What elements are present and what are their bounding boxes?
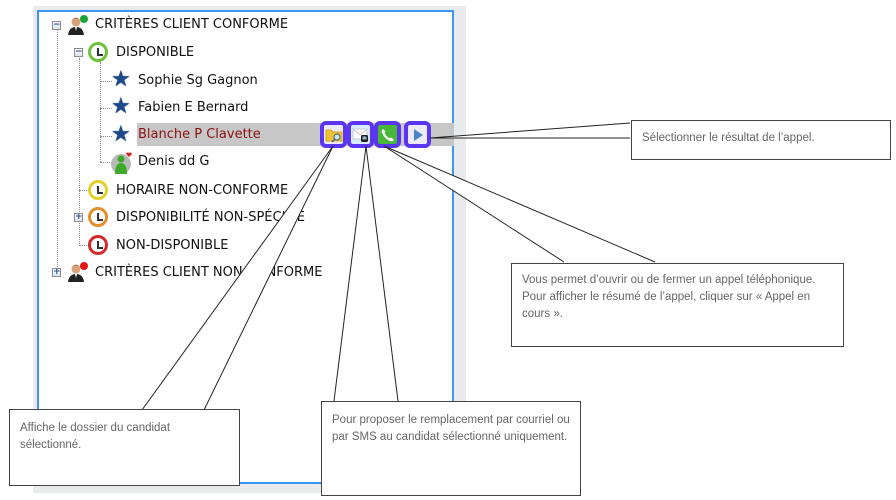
person-green-dot-icon [67, 14, 88, 35]
callout-folder: Affiche le dossier du candidat sélection… [9, 409, 240, 486]
open-folder-button[interactable] [320, 121, 347, 148]
tree-node-status[interactable]: HORAIRE NON-CONFORME [113, 180, 291, 202]
star-icon: ★ [111, 122, 131, 147]
send-message-button[interactable] [347, 121, 374, 148]
callout-message: Pour proposer le remplacement par courri… [321, 401, 581, 496]
callout-call-result: Sélectionner le résultat de l’appel. [631, 120, 891, 160]
tree-node-group[interactable]: CRITÈRES CLIENT CONFORME [92, 14, 291, 36]
play-arrow-icon [413, 128, 423, 141]
callout-phone: Vous permet d’ouvrir ou de fermer un app… [511, 263, 844, 347]
call-result-button[interactable] [404, 121, 431, 148]
star-icon: ★ [111, 94, 131, 119]
tree-line [100, 62, 101, 162]
tree-node-label: DISPONIBILITÉ NON-SPÉCIFIÉ [116, 210, 305, 225]
tree-line [79, 245, 89, 246]
callout-text: Vous permet d’ouvrir ou de fermer un app… [522, 274, 816, 320]
callout-text: Affiche le dossier du candidat sélection… [20, 422, 171, 451]
tree-node-status[interactable]: DISPONIBILITÉ NON-SPÉCIFIÉ [113, 207, 308, 229]
tree-node-status[interactable]: DISPONIBLE [113, 42, 197, 64]
expand-toggle[interactable]: + [74, 212, 83, 222]
collapse-toggle[interactable]: − [52, 20, 61, 30]
tree-node-label: NON-DISPONIBLE [116, 238, 229, 253]
phone-icon [381, 128, 394, 141]
tree-node-candidate[interactable]: Denis dd G [135, 151, 212, 173]
tree-line [79, 190, 89, 191]
tree-node-label: HORAIRE NON-CONFORME [116, 183, 289, 198]
tree-line [100, 108, 112, 109]
callout-text: Pour proposer le remplacement par courri… [332, 414, 570, 443]
tree-line [57, 30, 58, 273]
candidate-name: Blanche P Clavette [138, 127, 261, 142]
collapse-toggle[interactable]: − [74, 47, 83, 57]
tree-node-status[interactable]: NON-DISPONIBLE [113, 235, 231, 257]
candidate-name: Fabien E Bernard [138, 100, 249, 115]
clock-red-icon [88, 235, 108, 255]
clock-yellow-icon [88, 180, 108, 200]
tree-line [100, 162, 112, 163]
candidate-name: Denis dd G [138, 154, 210, 169]
tree-node-label: DISPONIBLE [116, 45, 195, 60]
envelope-sms-icon [352, 128, 368, 142]
tree-line [79, 58, 80, 246]
tree-node-label: CRITÈRES CLIENT CONFORME [95, 17, 289, 32]
folder-search-icon [325, 129, 342, 143]
star-icon: ★ [111, 67, 131, 92]
person-heart-icon [110, 151, 132, 174]
tree-line [100, 81, 112, 82]
candidate-name: Sophie Sg Gagnon [138, 73, 258, 88]
clock-green-icon [88, 42, 108, 62]
callout-text: Sélectionner le résultat de l’appel. [642, 132, 815, 144]
tree-node-candidate[interactable]: Sophie Sg Gagnon [135, 70, 261, 92]
tree-line [100, 136, 112, 137]
clock-orange-icon [88, 207, 108, 227]
tree-node-candidate-selected[interactable]: Blanche P Clavette [135, 124, 264, 146]
tree-node-candidate[interactable]: Fabien E Bernard [135, 97, 251, 119]
person-red-dot-icon [67, 261, 88, 282]
expand-toggle[interactable]: + [52, 267, 61, 277]
phone-call-button[interactable] [374, 121, 401, 148]
